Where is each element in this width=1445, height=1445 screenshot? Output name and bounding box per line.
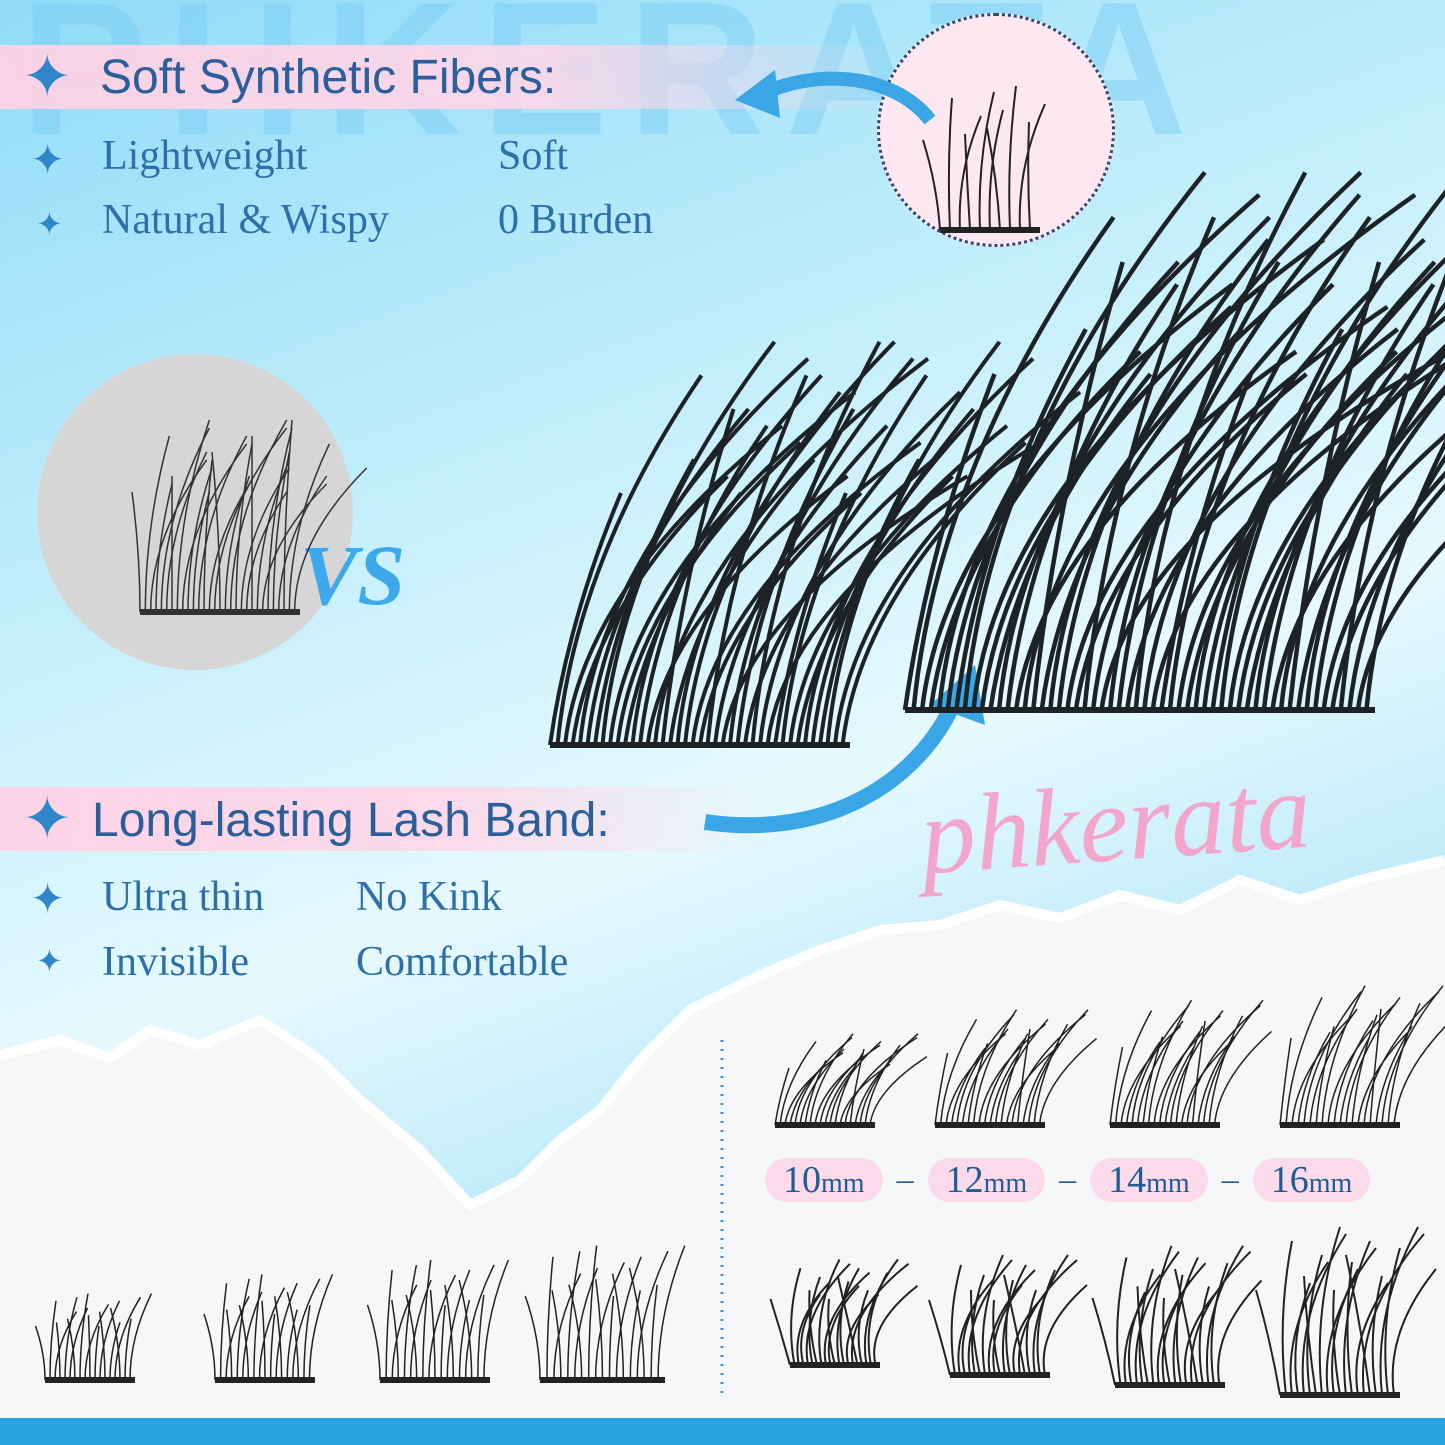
competitor-lash-circle (37, 354, 353, 670)
main-lash-left (548, 340, 1082, 748)
top-lash-size-2 (934, 1009, 1097, 1128)
curved-arrow-icon (735, 70, 780, 118)
bottom-bar (0, 1418, 1445, 1445)
feature-text: Natural & Wispy (102, 197, 389, 243)
section-heading: Soft Synthetic Fibers: (100, 51, 557, 104)
bottom-lash-size-1 (34, 1293, 153, 1383)
feature-text: Comfortable (356, 939, 569, 985)
feature-text: Ultra thin (102, 874, 265, 920)
bottom-lash-size-2 (203, 1274, 334, 1383)
sparkle-star-icon: ✦ (36, 943, 63, 979)
size-label-10mm: 10mm (765, 1158, 883, 1202)
sparkle-star-icon: ✦ (30, 136, 66, 183)
size-label-16mm: 16mm (1252, 1158, 1371, 1202)
feature-text: 0 Burden (498, 197, 654, 243)
curved-arrow-icon (703, 696, 963, 834)
size-label-12mm: 12mm (927, 1158, 1046, 1202)
main-lash-right (902, 170, 1445, 713)
heading-band (0, 787, 760, 851)
curled-lash-size-2 (928, 1254, 1088, 1378)
feature-text: Soft (498, 133, 569, 179)
curved-arrow-icon (756, 71, 936, 125)
top-lash-size-3 (1109, 999, 1272, 1128)
top-lash-size-4 (1279, 985, 1445, 1128)
curled-lash-size-3 (1091, 1245, 1263, 1388)
sparkle-star-icon: ✦ (36, 206, 63, 242)
bottom-lash-size-3 (366, 1259, 510, 1383)
feature-text: No Kink (356, 874, 502, 920)
separator: – (1059, 1161, 1077, 1198)
separator: – (1221, 1161, 1239, 1198)
feature-text: Invisible (102, 939, 249, 985)
vs-label: VS (300, 527, 406, 623)
competitor-lash (131, 419, 368, 615)
separator: – (896, 1161, 914, 1198)
feature-text: Lightweight (102, 133, 308, 179)
size-labels: 10mm – 12mm – 14mm – 16mm (765, 1158, 1371, 1202)
sparkle-star-icon: ✦ (30, 875, 66, 922)
size-label-14mm: 14mm (1090, 1158, 1208, 1202)
bottom-lash-size-4 (524, 1245, 686, 1383)
curled-lash-size-4 (1255, 1226, 1437, 1398)
sparkle-star-icon: ✦ (22, 43, 73, 110)
zoom-detail-circle (877, 13, 1115, 247)
curled-lash-size-1 (769, 1258, 919, 1368)
top-lash-size-1 (774, 1033, 928, 1128)
zoomed-lash-strand (922, 85, 1046, 233)
sparkle-star-icon: ✦ (22, 785, 73, 852)
section-heading: Long-lasting Lash Band: (92, 794, 610, 847)
